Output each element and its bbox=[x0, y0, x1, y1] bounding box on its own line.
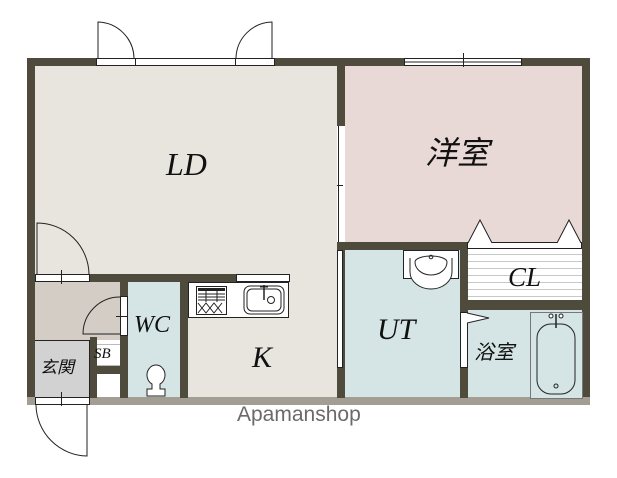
wall-sb-mid bbox=[90, 366, 120, 374]
closet-door-rail[interactable] bbox=[467, 242, 582, 249]
wall-bottom bbox=[27, 397, 590, 405]
wall-ld-bedroom bbox=[337, 66, 345, 126]
room-bedroom bbox=[345, 66, 582, 242]
window-center-mark bbox=[463, 53, 464, 67]
label-shoebox: SB bbox=[94, 346, 111, 362]
balcony-window bbox=[96, 58, 275, 66]
window-divider bbox=[135, 58, 136, 66]
bath-door-swing-icon bbox=[467, 312, 490, 324]
room-closet bbox=[465, 248, 582, 300]
label-bedroom: 洋室 bbox=[425, 134, 490, 172]
wall-top bbox=[27, 58, 590, 66]
door-mark bbox=[337, 185, 343, 186]
wall-right bbox=[582, 58, 590, 398]
label-closet: CL bbox=[508, 262, 542, 292]
washbasin-icon bbox=[403, 250, 459, 290]
shoebox-lower bbox=[97, 374, 120, 398]
wc-door-swing-icon bbox=[82, 296, 121, 335]
label-kitchen: K bbox=[252, 341, 273, 374]
balcony-door-swing-icon bbox=[97, 21, 273, 59]
wall-hall-top bbox=[35, 274, 237, 282]
door-mark bbox=[61, 392, 62, 406]
toilet-icon bbox=[146, 364, 166, 397]
label-entrance: 玄関 bbox=[40, 358, 74, 378]
entrance-door-swing-icon bbox=[35, 404, 88, 457]
room-shoebox bbox=[93, 344, 120, 366]
door-mark bbox=[61, 270, 62, 284]
room-entrance bbox=[35, 340, 90, 398]
label-utility: UT bbox=[377, 313, 416, 346]
kitchen-counter-top bbox=[236, 274, 290, 282]
room-ld bbox=[35, 66, 337, 282]
wall-cl-bottom bbox=[460, 300, 582, 310]
kitchen-sink-icon bbox=[243, 285, 285, 315]
wall-wc-right bbox=[180, 282, 188, 398]
label-ld: LD bbox=[166, 146, 207, 182]
ut-sliding-door[interactable] bbox=[337, 250, 343, 368]
bedroom-sliding-door[interactable] bbox=[338, 126, 343, 242]
closet-door-icon bbox=[467, 218, 582, 244]
bathtub-icon bbox=[530, 312, 583, 399]
door-mark bbox=[116, 316, 128, 317]
wall-wc-left bbox=[120, 282, 128, 398]
entrance-door[interactable] bbox=[35, 397, 90, 405]
bath-door[interactable] bbox=[460, 312, 468, 368]
watermark-text: Apamanshop bbox=[237, 403, 361, 426]
stove-icon bbox=[196, 286, 227, 315]
label-wc: WC bbox=[134, 312, 170, 338]
ld-door-swing-icon bbox=[36, 222, 90, 275]
wall-bedroom-bottom bbox=[337, 242, 467, 250]
room-hall bbox=[35, 282, 120, 340]
label-bath: 浴室 bbox=[474, 340, 514, 364]
wall-left bbox=[27, 58, 35, 398]
ld-door[interactable] bbox=[35, 274, 90, 282]
window-divider bbox=[235, 58, 236, 66]
